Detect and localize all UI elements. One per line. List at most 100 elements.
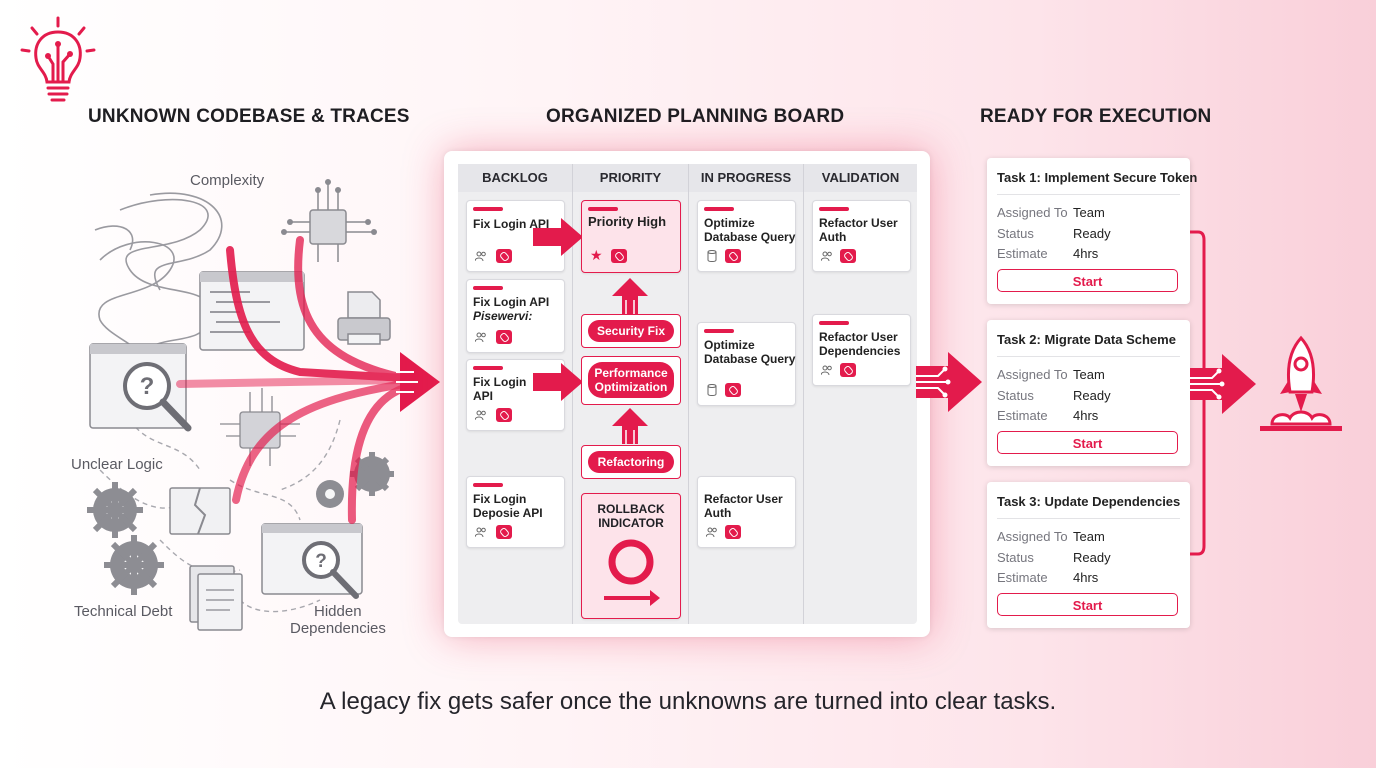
refactoring-card[interactable]: Refactoring	[581, 445, 681, 479]
status-label: Status	[997, 226, 1034, 241]
validation-card[interactable]: Refactor User Auth	[812, 200, 911, 272]
label-complexity: Complexity	[190, 172, 265, 189]
estimate-value: 4hrs	[1073, 246, 1099, 261]
estimate-label: Estimate	[997, 570, 1048, 585]
label-dependencies: Dependencies	[290, 620, 386, 637]
performance-badge: Performance Optimization	[588, 362, 674, 398]
card-title: Optimize	[704, 338, 755, 352]
estimate-label: Estimate	[997, 246, 1048, 261]
estimate-value: 4hrs	[1073, 408, 1099, 423]
rollback-circle-icon	[604, 539, 660, 606]
circuit-arrow-icon	[1190, 354, 1256, 414]
chart-tag-icon	[611, 249, 627, 263]
up-arrow-icon	[612, 408, 648, 444]
link-tag-icon	[840, 363, 856, 377]
start-button[interactable]: Start	[997, 593, 1178, 616]
column-header-backlog: BACKLOG	[458, 164, 572, 192]
caption: A legacy fix gets safer once the unknown…	[319, 688, 1057, 715]
status-label: Status	[997, 550, 1034, 565]
card-title: Optimize	[704, 216, 755, 230]
circuit-arrow-icon	[916, 352, 982, 412]
card-priority-bar	[473, 286, 503, 290]
magnifier-question-icon: ?	[89, 343, 192, 432]
database-icon	[707, 384, 717, 396]
backlog-card[interactable]: Fix Login API Pisewervi:	[466, 279, 565, 353]
rocket-icon	[1260, 335, 1342, 431]
link-tag-icon	[496, 249, 512, 263]
column-divider	[688, 164, 689, 624]
start-button[interactable]: Start	[997, 269, 1178, 292]
security-fix-badge: Security Fix	[588, 320, 674, 342]
assigned-value: Team	[1073, 529, 1105, 544]
codebase-illustration: ? ?	[87, 179, 440, 631]
card-title: Fix Login API	[473, 295, 550, 309]
performance-card[interactable]: Performance Optimization	[581, 356, 681, 405]
link-tag-icon	[496, 408, 512, 422]
link-tag-icon	[725, 525, 741, 539]
label-hidden: Hidden	[314, 603, 362, 620]
task-card-3: Task 3: Update Dependencies Assigned To …	[987, 482, 1190, 628]
estimate-value: 4hrs	[1073, 570, 1099, 585]
column-divider	[572, 164, 573, 624]
status-value: Ready	[1073, 550, 1111, 565]
divider	[997, 356, 1180, 357]
column-header-priority: PRIORITY	[573, 164, 688, 192]
link-tag-icon	[496, 330, 512, 344]
start-button[interactable]: Start	[997, 431, 1178, 454]
status-value: Ready	[1073, 388, 1111, 403]
security-fix-card[interactable]: Security Fix	[581, 314, 681, 348]
link-tag-icon	[840, 249, 856, 263]
assigned-label: Assigned To	[997, 367, 1068, 382]
svg-text:?: ?	[315, 551, 327, 572]
divider	[997, 518, 1180, 519]
refactoring-badge: Refactoring	[588, 451, 674, 473]
divider	[997, 194, 1180, 195]
rollback-indicator-card[interactable]: ROLLBACK INDICATOR	[581, 493, 681, 619]
lightbulb-circuit-icon	[20, 16, 96, 102]
card-priority-bar	[819, 207, 849, 211]
right-section-title: READY FOR EXECUTION	[980, 106, 1212, 127]
label-unclear-logic: Unclear Logic	[71, 456, 163, 473]
arrow-icon	[533, 218, 583, 256]
in-progress-card[interactable]: Refactor User Auth	[697, 476, 796, 548]
card-priority-bar	[473, 366, 503, 370]
card-priority-bar	[473, 207, 503, 211]
card-subtitle: API	[473, 389, 494, 403]
printer-icon	[337, 291, 391, 345]
card-priority-bar	[704, 207, 734, 211]
people-icon	[706, 527, 717, 537]
task-card-2: Task 2: Migrate Data Scheme Assigned To …	[987, 320, 1190, 466]
database-icon	[707, 250, 717, 262]
column-header-validation: VALIDATION	[804, 164, 917, 192]
people-icon	[475, 251, 486, 261]
card-subtitle: Deposie API	[473, 506, 543, 520]
star-icon: ★	[590, 247, 603, 263]
card-subtitle: Dependencies	[819, 344, 901, 358]
validation-card[interactable]: Refactor User Dependencies	[812, 314, 911, 386]
up-arrow-icon	[612, 278, 648, 314]
in-progress-card[interactable]: Optimize Database Query	[697, 322, 796, 406]
column-header-in-progress: IN PROGRESS	[689, 164, 803, 192]
in-progress-card[interactable]: Optimize Database Query	[697, 200, 796, 272]
priority-high-card[interactable]: Priority High ★	[581, 200, 681, 273]
card-title: Fix Login	[473, 492, 527, 506]
left-section-title: UNKNOWN CODEBASE & TRACES	[88, 106, 410, 127]
assigned-label: Assigned To	[997, 529, 1068, 544]
backlog-card[interactable]: Fix Login Deposie API	[466, 476, 565, 548]
status-label: Status	[997, 388, 1034, 403]
card-subtitle: Auth	[819, 230, 847, 244]
card-title: Fix Login API	[473, 217, 550, 231]
performance-line-2: Optimization	[594, 380, 668, 394]
link-tag-icon	[496, 525, 512, 539]
task-title: Task 2: Migrate Data Scheme	[997, 332, 1176, 347]
card-subtitle: Pisewervi:	[473, 309, 533, 323]
card-priority-bar	[704, 329, 734, 333]
document-icon	[189, 565, 243, 631]
label-technical-debt: Technical Debt	[74, 603, 173, 620]
card-title: Refactor User	[704, 492, 783, 506]
backlog-card[interactable]: Fix Login API	[466, 359, 565, 431]
people-icon	[475, 410, 486, 420]
card-subtitle: Auth	[704, 506, 732, 520]
people-icon	[821, 251, 832, 261]
backlog-card[interactable]: Fix Login API	[466, 200, 565, 272]
